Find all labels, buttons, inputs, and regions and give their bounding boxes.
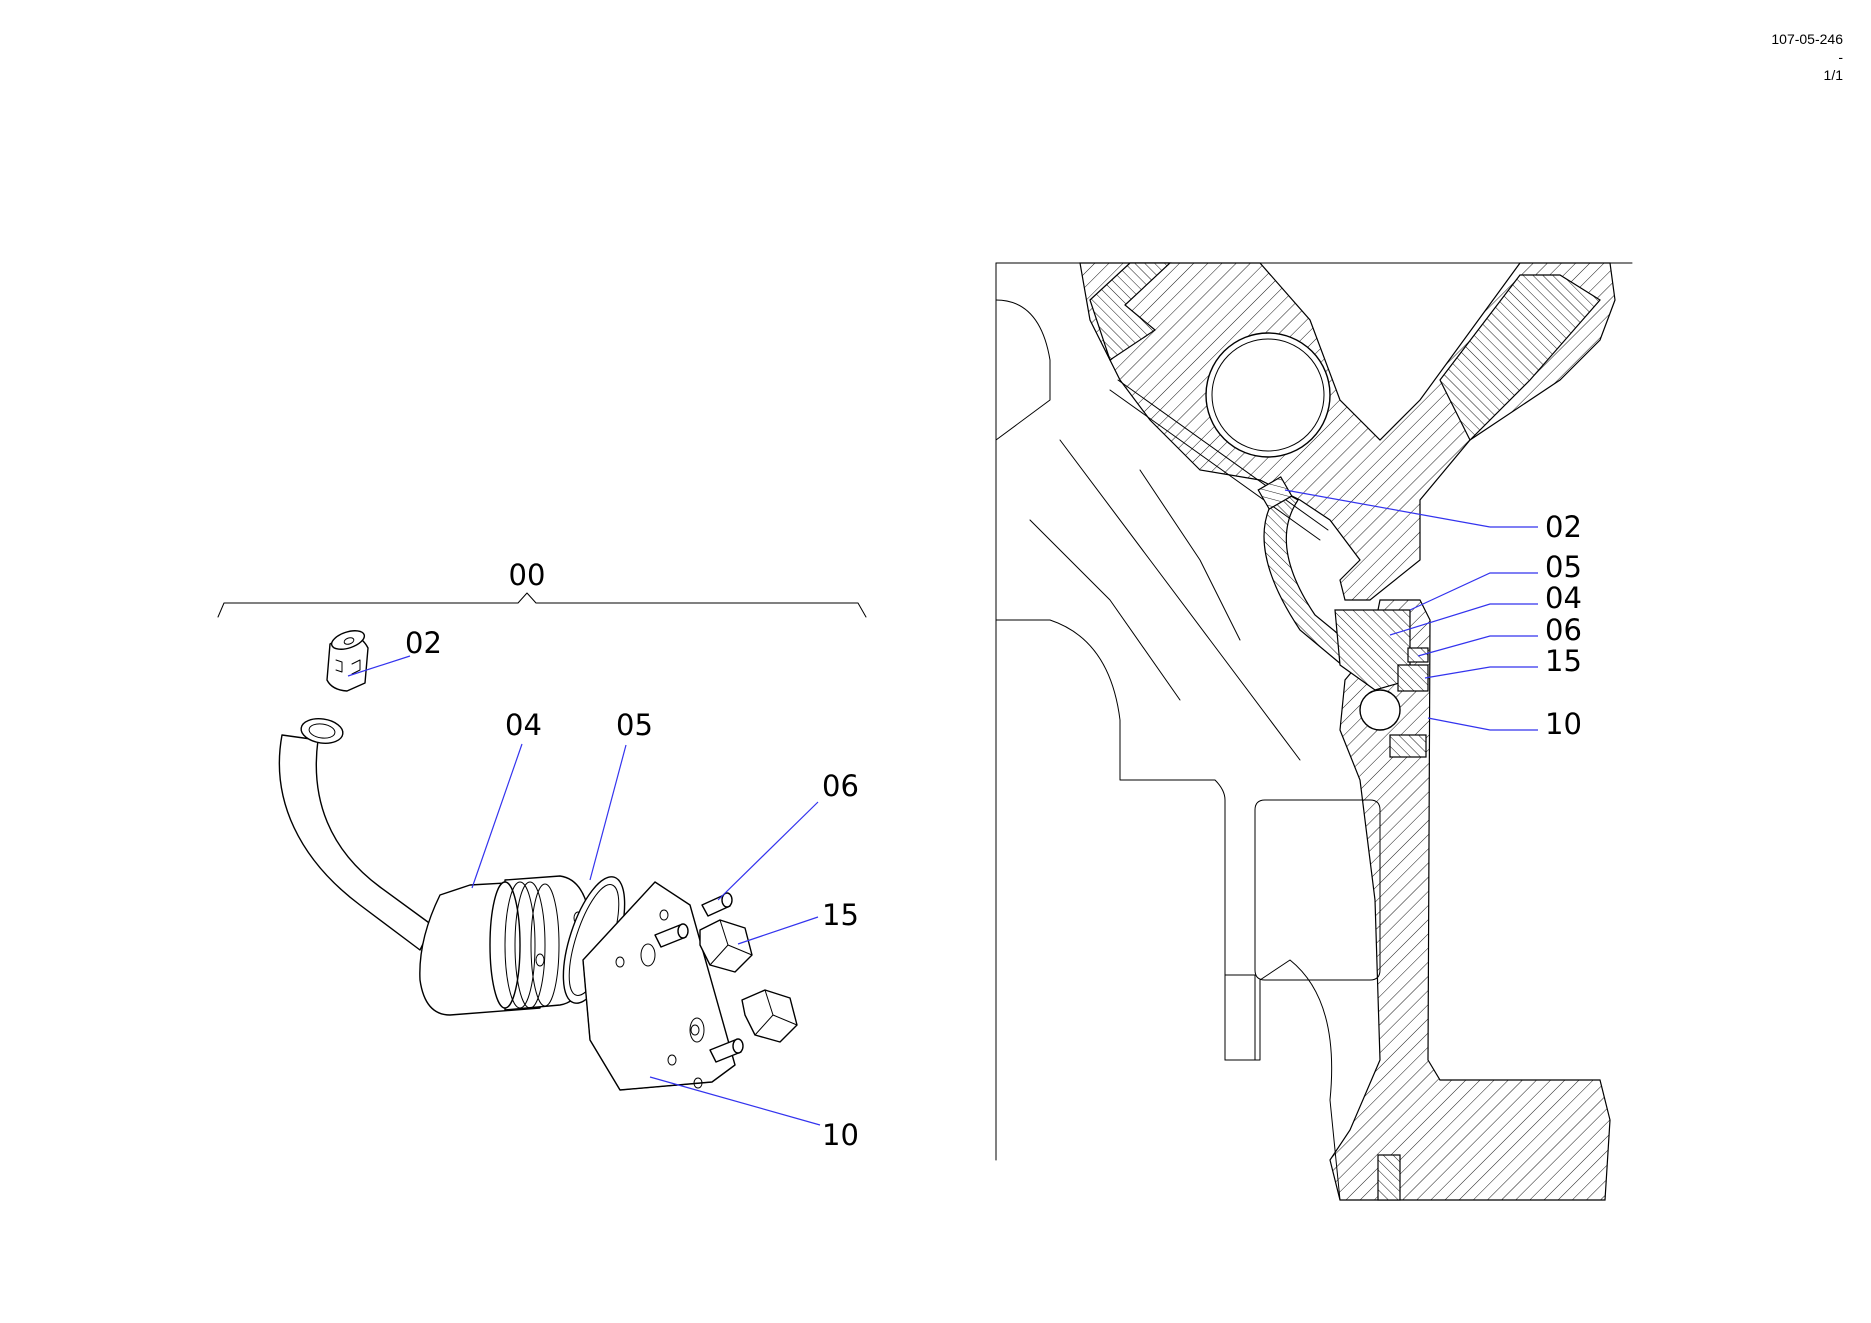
cylinder-liner-right [1439,274,1601,442]
flange-insert-04 [1334,609,1411,691]
revision-mark: - [1838,49,1843,65]
callout-05: 05 [616,708,653,742]
engine-block-slot [1224,974,1256,1061]
leader-15 [737,916,819,945]
section-callout-10: 10 [1545,707,1582,741]
engine-block-rib-1 [1059,439,1301,761]
part-15-hex-bolts [699,919,798,1043]
engine-block-rib-2 [1029,469,1241,701]
section-leader-05 [1409,572,1538,611]
section-leader-04 [1389,603,1538,636]
part-10-flange-plate [582,881,736,1091]
engine-block-cavity-left [995,299,1051,441]
pin-06 [1407,647,1429,663]
cylinder-bore-outer [1205,332,1331,458]
section-callout-04: 04 [1545,581,1582,615]
engine-block-window [1254,799,1381,981]
callout-15: 15 [822,898,859,932]
callout-02: 02 [405,626,442,660]
leader-02 [347,655,411,677]
callout-assembly-00: 00 [509,558,546,592]
assembly-brace [217,592,867,618]
cylinder-liner-left [1089,262,1172,361]
section-leader-15 [1424,666,1538,679]
callout-10: 10 [822,1118,859,1152]
part-02-nozzle [326,630,369,692]
drawing-number: 107-05-246 [1771,31,1843,47]
bent-tube [278,718,433,951]
section-callout-06: 06 [1545,613,1582,647]
section-leader-02 [1284,489,1491,528]
nozzle-02-section [1257,476,1293,510]
ball-valve [1359,689,1401,731]
section-leader-10 [1427,717,1538,731]
callout-06: 06 [822,769,859,803]
section-callout-02: 02 [1545,510,1582,544]
cylinder-bore-inner [1211,338,1325,452]
rod-shaft [1109,379,1329,541]
page-number: 1/1 [1823,67,1843,83]
callout-04: 04 [505,708,542,742]
section-callout-05: 05 [1545,550,1582,584]
sheet-reference-block: 107-05-246 - 1/1 [1771,30,1843,84]
exploded-view: 00 02 04 [217,558,867,1152]
leader-04 [471,743,523,889]
section-view: 02 05 04 06 15 10 [995,262,1633,1201]
leader-05 [589,744,627,881]
engine-block-outline [995,619,1341,1201]
part-06-dowel-pins [654,892,744,1063]
leader-06 [717,801,819,901]
section-leader-06 [1417,635,1538,657]
lower-dowel [1377,1154,1401,1201]
bolt-15-lower [1389,734,1427,758]
crankcase-lower-body [1329,599,1611,1201]
leader-10 [649,1076,821,1126]
section-callout-15: 15 [1545,644,1582,678]
bolt-15-upper [1397,664,1429,692]
